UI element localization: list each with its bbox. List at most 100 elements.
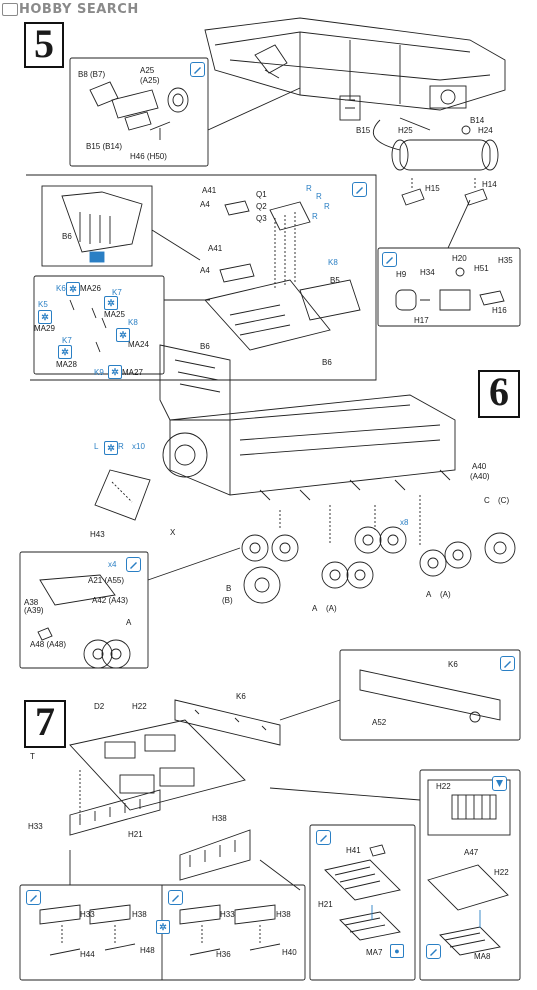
part-label: (B) xyxy=(222,596,233,605)
part-label: x10 xyxy=(132,442,145,451)
part-label: H25 xyxy=(398,126,413,135)
part-label: x4 xyxy=(108,560,117,569)
part-label: MA27 xyxy=(122,368,143,377)
part-label: MA24 xyxy=(128,340,149,349)
step-number-5: 5 xyxy=(24,22,64,68)
part-label: K7 xyxy=(62,336,72,345)
part-label: T xyxy=(30,752,35,761)
hull-rear-drawing xyxy=(204,17,506,121)
part-label: H36 xyxy=(216,950,231,959)
part-label: B14 xyxy=(470,116,485,125)
step-number-6: 6 xyxy=(478,370,520,418)
part-label: H21 xyxy=(318,900,333,909)
part-label: H38 xyxy=(212,814,227,823)
part-label: B15 (B14) xyxy=(86,142,123,151)
part-label: H40 xyxy=(282,948,297,957)
gear-icon: ✲ xyxy=(104,296,118,310)
paint-icon xyxy=(492,776,507,791)
part-label: H41 xyxy=(346,846,361,855)
paint-drop-icon: ● xyxy=(390,944,404,958)
part-label: H22 xyxy=(436,782,451,791)
part-label: A25 xyxy=(140,66,155,75)
part-label: R xyxy=(118,442,124,451)
part-label: MA8 xyxy=(474,952,491,961)
part-label: H33 xyxy=(80,910,95,919)
part-label: A38 xyxy=(24,598,39,607)
part-label: MA28 xyxy=(56,360,77,369)
part-label: A4 xyxy=(200,266,210,275)
part-label: H48 xyxy=(140,946,155,955)
box-7a xyxy=(339,649,521,741)
box-5b-frame xyxy=(26,174,377,381)
step-number-7: 7 xyxy=(24,700,66,748)
gear-icon: ✲ xyxy=(58,345,72,359)
part-label: H44 xyxy=(80,950,95,959)
part-label: K8 xyxy=(328,258,338,267)
part-label: B6 xyxy=(200,342,210,351)
part-label: H20 xyxy=(452,254,467,263)
watermark: HOBBY SEARCH xyxy=(19,2,139,17)
part-label: (A40) xyxy=(470,472,490,481)
part-label: A47 xyxy=(464,848,479,857)
gear-icon: ✲ xyxy=(156,920,170,934)
part-label: K7 xyxy=(112,288,122,297)
part-label: B8 (B7) xyxy=(78,70,106,79)
k6-plate xyxy=(174,699,281,746)
part-label: H38 xyxy=(276,910,291,919)
part-label: A40 xyxy=(472,462,487,471)
part-label: H15 xyxy=(425,184,440,193)
part-label: L xyxy=(94,442,99,451)
part-label: X xyxy=(170,528,176,537)
part-label: B6 xyxy=(322,358,332,367)
part-label: (A39) xyxy=(24,606,44,615)
part-label: MA25 xyxy=(104,310,125,319)
part-label: A48 (A48) xyxy=(30,640,67,649)
part-label: K6 xyxy=(448,660,458,669)
cement-icon xyxy=(316,830,331,845)
engine-deck xyxy=(69,719,246,811)
part-label: H22 xyxy=(132,702,147,711)
part-label: K5 xyxy=(38,300,48,309)
part-label: B6 xyxy=(62,232,72,241)
cement-icon xyxy=(168,890,183,905)
part-label: K8 xyxy=(128,318,138,327)
part-label: x8 xyxy=(400,518,409,527)
cement-icon xyxy=(190,62,205,77)
part-label: H38 xyxy=(132,910,147,919)
cement-icon xyxy=(500,656,515,671)
part-label: H22 xyxy=(494,868,509,877)
part-label: A41 xyxy=(202,186,217,195)
road-wheel-set xyxy=(241,526,516,604)
part-label: A xyxy=(126,618,132,627)
part-label: A41 xyxy=(208,244,223,253)
part-label: H24 xyxy=(478,126,493,135)
part-label: B15 xyxy=(356,126,371,135)
part-label: H21 xyxy=(128,830,143,839)
part-label: MA29 xyxy=(34,324,55,333)
cement-icon xyxy=(26,890,41,905)
part-label: R xyxy=(324,202,330,211)
part-label: A xyxy=(426,590,432,599)
box-5a xyxy=(69,57,209,167)
part-label: A21 (A55) xyxy=(88,576,125,585)
part-label: (A) xyxy=(440,590,451,599)
part-label: MA26 xyxy=(80,284,101,293)
part-label: K9 xyxy=(94,368,104,377)
part-label: D2 xyxy=(94,702,105,711)
part-label: Q3 xyxy=(256,214,267,223)
gear-icon: ✲ xyxy=(116,328,130,342)
part-label: H9 xyxy=(396,270,407,279)
gear-icon: ✲ xyxy=(66,282,80,296)
gear-icon: ✲ xyxy=(38,310,52,324)
part-label: (A25) xyxy=(140,76,160,85)
part-label: R xyxy=(306,184,312,193)
cement-icon xyxy=(382,252,397,267)
part-label: H51 xyxy=(474,264,489,273)
part-label: B5 xyxy=(330,276,340,285)
cement-icon xyxy=(426,944,441,959)
part-label: H46 (H50) xyxy=(130,152,167,161)
gear-icon: ✲ xyxy=(104,441,118,455)
part-label: B xyxy=(226,584,232,593)
part-label: H17 xyxy=(414,316,429,325)
